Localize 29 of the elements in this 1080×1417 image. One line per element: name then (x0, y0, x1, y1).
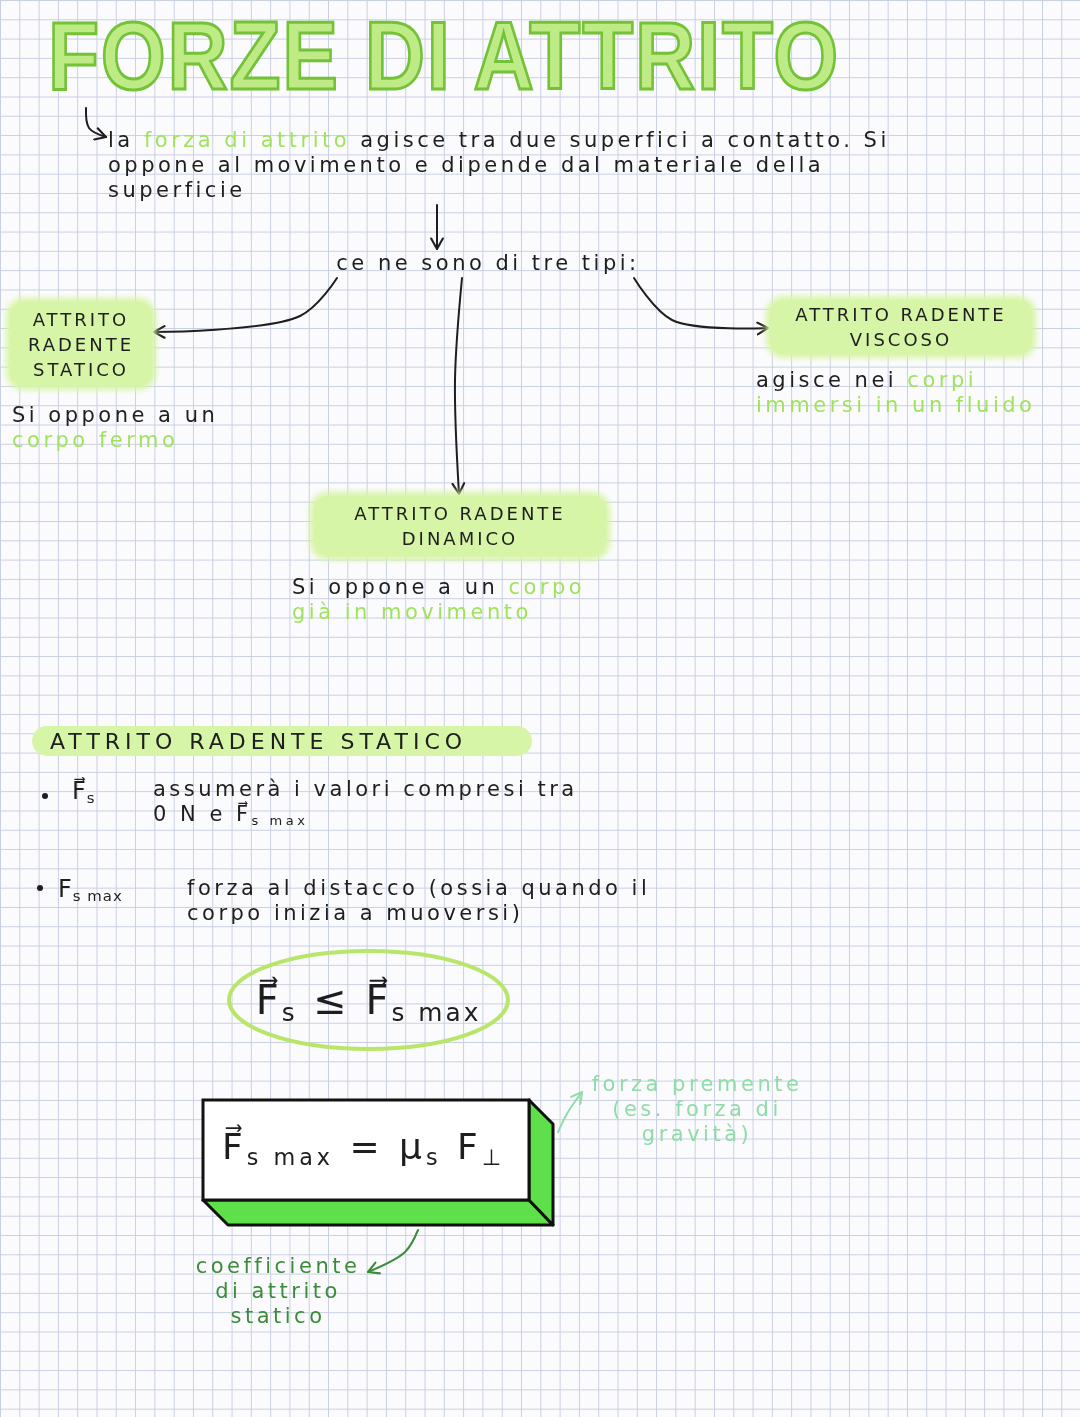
bullet-text: forza al distacco (ossia quando il corpo inizia a muoversi) (187, 876, 652, 926)
leader-arrow (366, 1229, 419, 1275)
formula-symbol: F$_{s max}$ (58, 874, 124, 906)
highlight-blob (770, 300, 1032, 354)
note-text: Si oppone a un corpo fermo (12, 403, 220, 453)
heading-text: ATTRITO RADENTE VISCOSO (794, 303, 1008, 352)
heading-text: ATTRITO RADENTE STATICO (50, 728, 468, 754)
formula-text: F⃗$_{s max}$ = μ$_{s}$ F$_{⊥}$ (222, 1123, 506, 1173)
heading-text: ATTRITO RADENTE STATICO (26, 307, 136, 382)
hook-arrow (85, 107, 108, 141)
paragraph-text: la forza di attrito agisce tra due superfici a contatto. Si oppone al movimento e dipende dal materiale della superficie (108, 128, 898, 203)
highlight-band (32, 726, 532, 756)
text-label: ce ne sono di tre tipi: (308, 251, 668, 276)
annotation-text: coefficiente di attrito statico (190, 1254, 366, 1329)
curved-arrow (152, 277, 338, 339)
leader-arrow (557, 1090, 584, 1133)
curved-arrow (633, 277, 770, 336)
formula-text: F⃗$_{s}$ ≤ F⃗$_{s max}$ (255, 975, 482, 1028)
arrow (430, 204, 444, 251)
title: FORZE DI ATTRITO (48, 6, 840, 106)
heading-text: ATTRITO RADENTE DINAMICO (353, 502, 567, 551)
bullet-text: assumerà i valori compresi tra 0 N e F⃗$_{s max}$ (153, 777, 579, 827)
highlight-blob (314, 496, 606, 556)
vector-symbol: F⃗$_{s}$ (72, 776, 97, 808)
highlight-blob (10, 302, 152, 386)
arrow (451, 277, 466, 496)
annotation-text: forza premente (es. forza di gravità) (584, 1072, 810, 1147)
note-text: Si oppone a un corpo già in movimento (292, 575, 587, 625)
note-text: agisce nei corpi immersi in un fluido (756, 368, 1037, 418)
